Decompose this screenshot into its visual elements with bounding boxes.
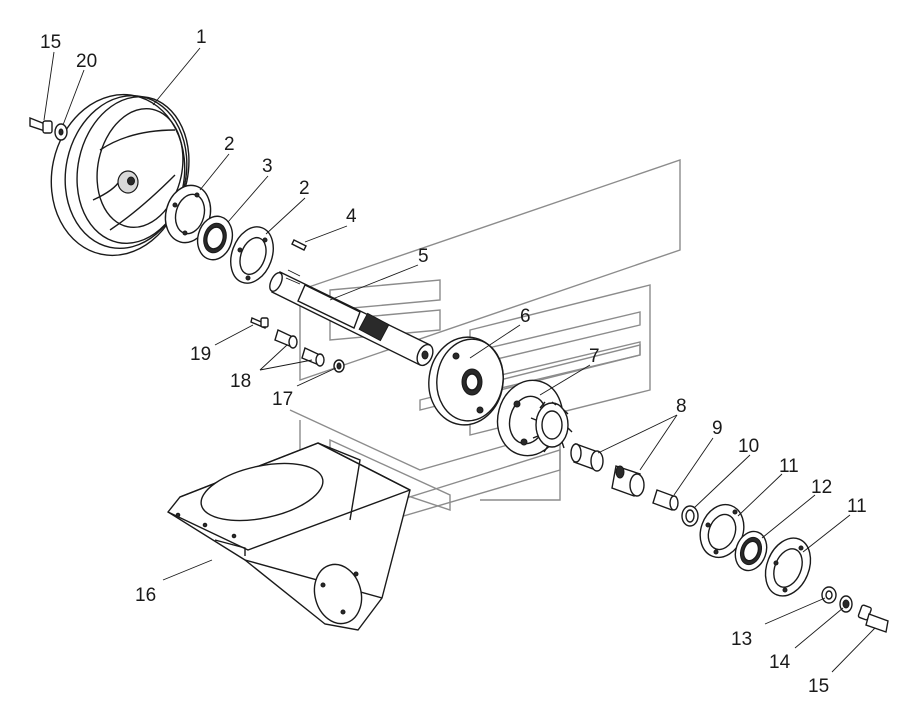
callout-18: 18 [230,371,251,392]
washer-part-13 [821,586,837,604]
callout-14: 14 [769,652,791,673]
bolt-part-15-bottom [857,604,889,633]
sprocket-part-7 [496,379,573,457]
callout-1: 1 [196,27,207,48]
bolt-part-15-top [29,116,53,134]
key-part-4 [291,239,307,251]
callout-17: 17 [272,389,293,410]
ring-part-10 [681,505,699,527]
washer-part-14 [839,595,853,613]
callout-8: 8 [676,396,687,417]
callout-labels: 15 20 1 2 3 2 4 5 6 7 8 9 10 11 12 11 13… [40,27,867,697]
bearing-part-3 [196,215,234,261]
callout-10: 10 [738,436,759,457]
callout-13: 13 [731,629,752,650]
bushing-part-8-b [611,465,645,497]
bushing-part-18-b [301,347,325,367]
callout-2-left: 2 [224,134,235,155]
callout-12: 12 [811,477,832,498]
callout-20: 20 [76,51,97,72]
callout-7: 7 [589,346,600,367]
nut-part-17 [333,359,345,373]
callout-15-top: 15 [40,32,61,53]
housing-part-16 [166,442,411,631]
callout-3: 3 [262,156,273,177]
screw-part-19 [250,317,269,329]
callout-15-bottom: 15 [808,676,829,697]
callout-11-a: 11 [779,456,799,477]
bearing-part-12 [734,530,768,572]
callout-16: 16 [135,585,156,606]
leader-lines [43,47,876,673]
callout-6: 6 [520,306,531,327]
callout-5: 5 [418,246,429,267]
callout-11-b: 11 [847,496,867,517]
shaft-part-5 [269,269,434,367]
flange-part-2-right [230,226,274,284]
flange-part-11-b [764,537,812,597]
callout-9: 9 [712,418,723,439]
bushing-part-8-a [570,443,604,472]
callout-2-right: 2 [299,178,310,199]
hub-plate-part-6 [428,336,504,426]
pin-part-9 [652,489,679,511]
flange-part-2-left [164,184,212,244]
callout-19: 19 [190,344,211,365]
pulley-part-1 [50,93,190,257]
washer-part-20 [54,123,68,141]
callout-4: 4 [346,206,357,227]
bushing-part-18-a [274,329,298,349]
